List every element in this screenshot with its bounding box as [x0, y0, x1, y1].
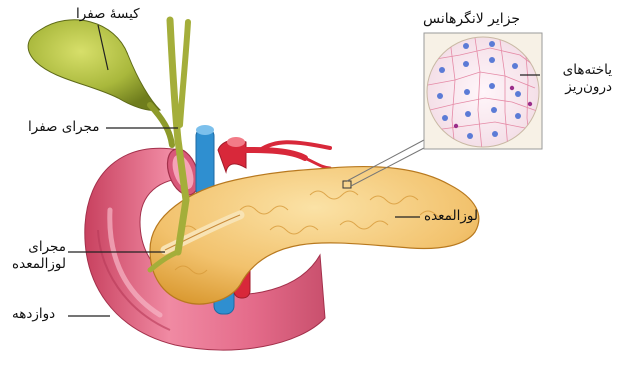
label-endocrine-cells: یاخته‌های درون‌ریز — [546, 62, 612, 96]
label-duodenum: دوازدهه — [12, 306, 55, 323]
islet-zoom-panel — [347, 33, 542, 188]
label-gallbladder: کیسهٔ صفرا — [76, 6, 140, 23]
label-pancreatic-duct: مجرای لوزالمعده — [8, 239, 66, 273]
label-islets-title: جزایر لانگرهانس — [423, 11, 520, 29]
label-pancreas: لوزالمعده — [424, 208, 478, 225]
label-bile-duct: مجرای صفرا — [28, 119, 100, 136]
